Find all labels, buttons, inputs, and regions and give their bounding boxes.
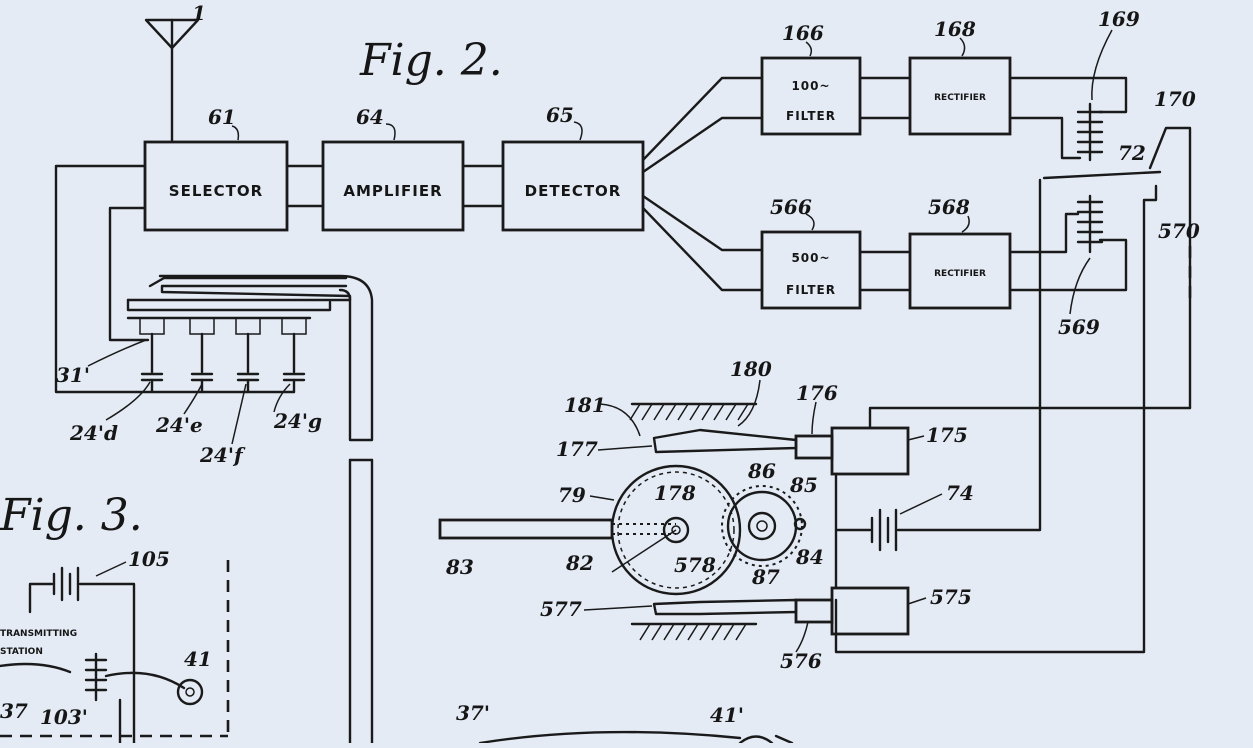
- filter-500-line2: FILTER: [786, 283, 836, 297]
- label-569: 569: [1058, 315, 1100, 339]
- label-87: 87: [751, 565, 780, 589]
- filter-500-box: [760, 230, 862, 310]
- label-31: 31': [56, 363, 90, 387]
- antenna-icon: [144, 18, 200, 144]
- label-41: 41: [184, 647, 212, 671]
- relay-coil-169: [1076, 102, 1104, 162]
- label-24e: 24'e: [155, 413, 203, 437]
- label-170: 170: [1154, 87, 1196, 111]
- relay-coil-569: [1076, 194, 1104, 254]
- filter-500-line1: 500~: [791, 251, 830, 265]
- label-105: 105: [128, 547, 170, 571]
- rectifier-upper-box: [908, 56, 1012, 136]
- lamp-41: [176, 678, 204, 706]
- station-line1: TRANSMITTING: [0, 629, 77, 639]
- detector-box: [501, 140, 645, 232]
- label-82: 82: [565, 551, 594, 575]
- label-176: 176: [796, 381, 838, 405]
- armature-72: [1042, 170, 1162, 180]
- selector-box: [143, 140, 289, 232]
- label-175: 175: [926, 423, 968, 447]
- actuator-575: [830, 586, 910, 636]
- switch-bank: [126, 276, 352, 394]
- label-177: 177: [556, 437, 598, 461]
- filter-100-line1: 100~: [791, 79, 830, 93]
- fig2-title: Fig. 2.: [359, 35, 503, 86]
- label-61: 61: [208, 105, 236, 129]
- label-24g: 24'g: [273, 409, 322, 433]
- label-85: 85: [789, 473, 818, 497]
- label-64: 64: [356, 105, 384, 129]
- rectifier-upper-label: RECTIFIER: [934, 93, 986, 103]
- label-41-prime: 41': [710, 703, 744, 727]
- coil-103: [84, 652, 108, 702]
- label-65: 65: [546, 103, 574, 127]
- label-575: 575: [930, 585, 972, 609]
- rectifier-lower-box: [908, 232, 1012, 310]
- detector-label: DETECTOR: [525, 182, 622, 200]
- label-37: 37: [0, 699, 28, 723]
- label-566: 566: [770, 195, 812, 219]
- label-1: 1: [192, 1, 206, 25]
- label-74: 74: [946, 481, 974, 505]
- filter-100-line2: FILTER: [786, 109, 836, 123]
- label-178: 178: [654, 481, 696, 505]
- label-83: 83: [445, 555, 474, 579]
- actuator-175: [830, 426, 910, 476]
- label-166: 166: [782, 21, 824, 45]
- label-578: 578: [674, 553, 716, 577]
- label-181: 181: [564, 393, 606, 417]
- battery-105: [28, 566, 136, 745]
- label-72: 72: [1118, 141, 1146, 165]
- station-line2: STATION: [0, 647, 43, 657]
- label-84: 84: [795, 545, 824, 569]
- filter-100-box: [760, 56, 862, 136]
- wheel-86: [721, 485, 807, 567]
- label-24f: 24'f: [199, 443, 246, 467]
- label-79: 79: [558, 483, 586, 507]
- amplifier-label: AMPLIFIER: [343, 182, 442, 200]
- label-568: 568: [928, 195, 970, 219]
- upper-bearing: [629, 402, 758, 421]
- shaft-83: [438, 518, 614, 540]
- label-24d: 24'd: [69, 421, 118, 445]
- label-576: 576: [780, 649, 822, 673]
- amplifier-box: [321, 140, 465, 232]
- fig3-title: Fig. 3.: [0, 490, 143, 541]
- label-103: 103': [40, 705, 88, 729]
- label-169: 169: [1098, 7, 1140, 31]
- label-570: 570: [1158, 219, 1200, 243]
- rectifier-lower-label: RECTIFIER: [934, 269, 986, 279]
- selector-label: SELECTOR: [169, 182, 263, 200]
- label-86: 86: [747, 459, 776, 483]
- lower-bearing: [630, 622, 758, 641]
- label-577: 577: [540, 597, 582, 621]
- label-180: 180: [730, 357, 772, 381]
- label-37-prime: 37': [456, 701, 490, 725]
- battery-74: [870, 508, 898, 552]
- label-168: 168: [934, 17, 976, 41]
